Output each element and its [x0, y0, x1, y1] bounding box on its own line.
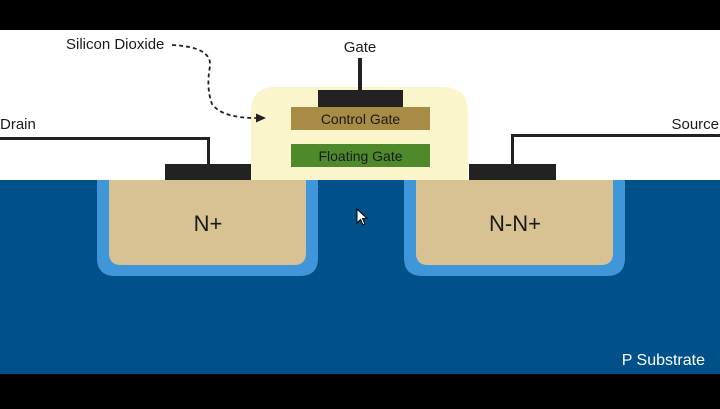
floating-gate-label: Floating Gate	[318, 148, 402, 164]
drain-contact	[165, 164, 251, 180]
gate-label: Gate	[344, 39, 377, 56]
silicon-dioxide-label: Silicon Dioxide	[66, 36, 164, 53]
gate-contact	[318, 90, 403, 107]
source-label: Source	[671, 116, 719, 133]
top-letterbox	[0, 0, 720, 30]
bottom-letterbox	[0, 374, 720, 404]
drain-label: Drain	[0, 116, 36, 133]
gate-wire	[358, 58, 362, 91]
substrate-label: P Substrate	[622, 352, 705, 369]
source-contact	[469, 164, 556, 180]
left-well-label: N+	[194, 211, 223, 236]
control-gate-label: Control Gate	[321, 111, 401, 127]
right-well-label: N-N+	[489, 211, 541, 236]
